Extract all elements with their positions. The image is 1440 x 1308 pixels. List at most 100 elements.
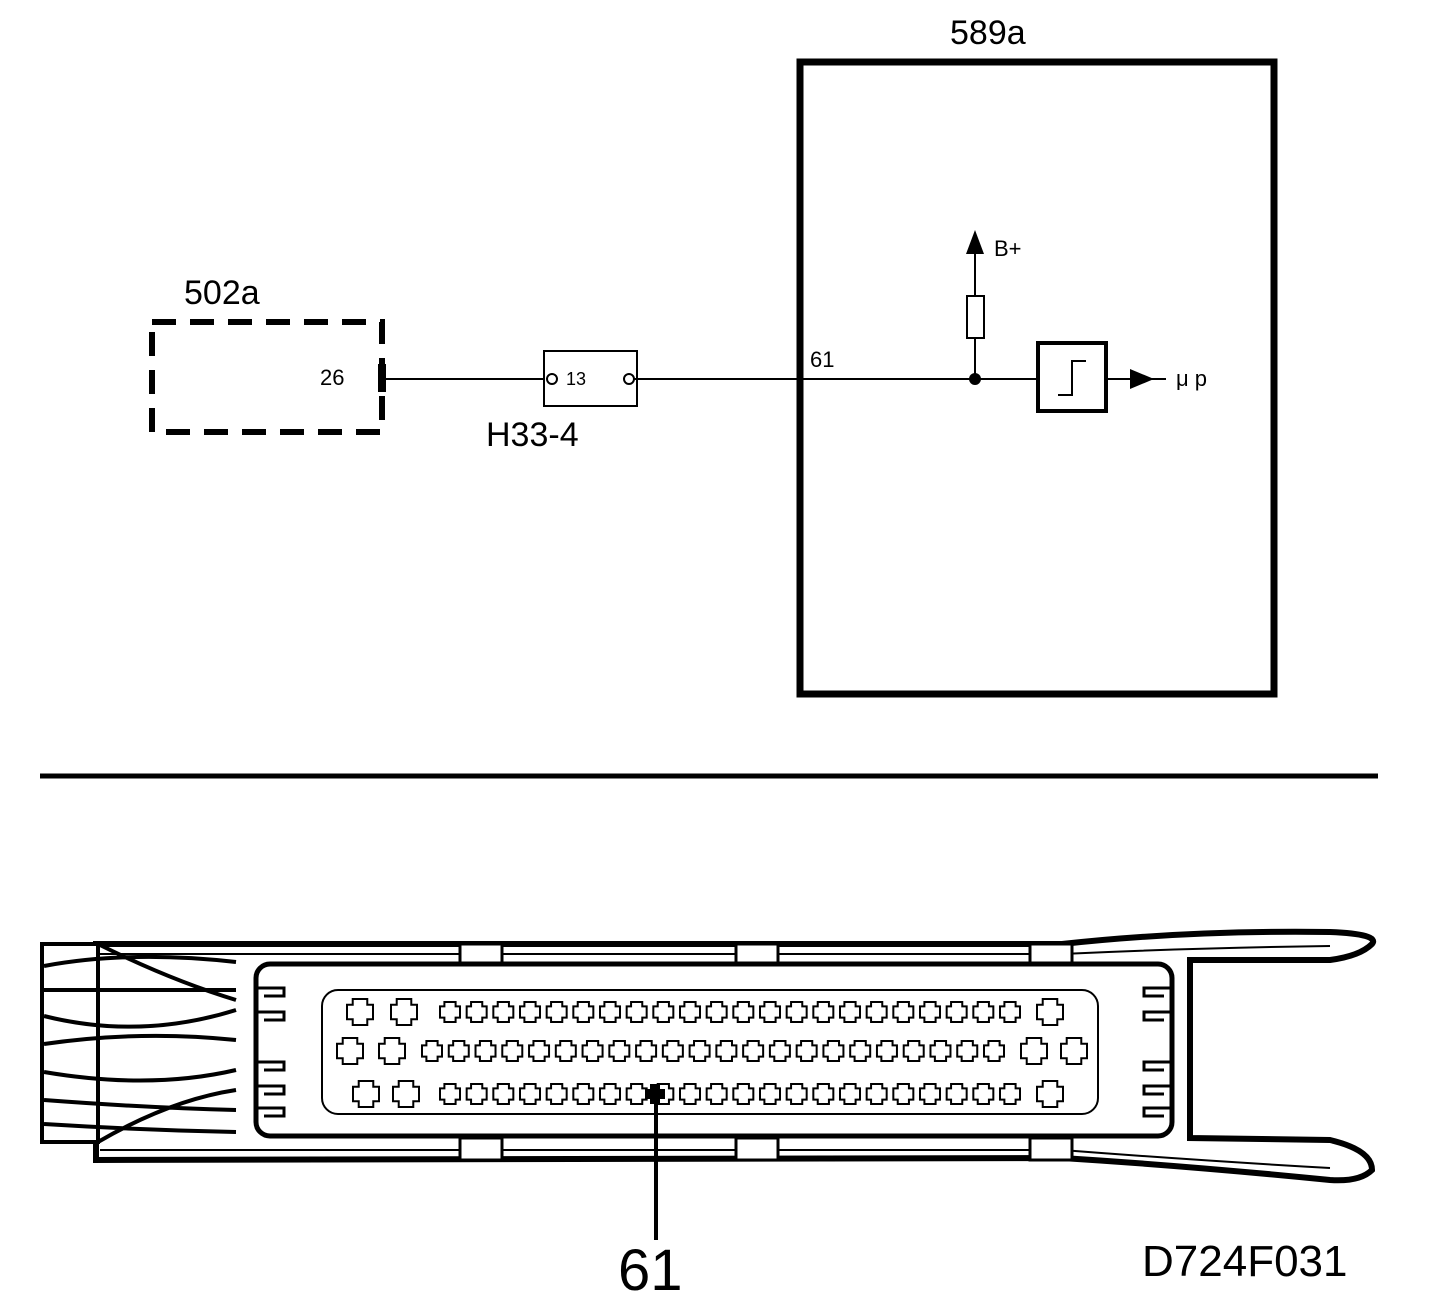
pin-cavity [439, 1001, 461, 1023]
pin-cavity [447, 1040, 470, 1062]
pin-cavity [839, 1001, 861, 1023]
pin-cavity [554, 1040, 577, 1062]
pin-cavity [732, 1083, 755, 1105]
ribs-right [1142, 986, 1172, 1118]
supply-arrow-icon [966, 230, 984, 254]
pin-cavity [999, 1083, 1021, 1105]
pin-cavity [492, 1083, 515, 1105]
pin-cavity [875, 1040, 898, 1062]
pin-callout-label: 61 [618, 1238, 683, 1303]
pin-cavity [945, 1001, 968, 1023]
pin-cavity [732, 1001, 755, 1023]
pin-cavity [742, 1040, 765, 1062]
pin-cavity [705, 1001, 728, 1023]
pin-cavity [572, 1083, 595, 1105]
sensor-pin-terminal [378, 364, 386, 392]
pin-cavity [679, 1001, 701, 1023]
pin-cavity [785, 1001, 808, 1023]
pin-cavity [919, 1001, 941, 1023]
sensor-box [149, 319, 385, 435]
pin-cavity [705, 1083, 728, 1105]
pin-cavity [785, 1083, 808, 1105]
pin-cavity [501, 1040, 524, 1062]
pin-cavity [865, 1001, 888, 1023]
figure-code: D724F031 [1142, 1237, 1347, 1286]
sensor-label: 502a [184, 274, 260, 312]
pin-61-marker [645, 1084, 665, 1104]
pin-cavity [545, 1083, 568, 1105]
housing-tabs [458, 942, 1074, 1162]
schematic: 589a 502a 26 13 H33-4 61 B+ μ p [149, 14, 1278, 698]
pin-cavity [661, 1040, 684, 1062]
pin-cavity [945, 1083, 968, 1105]
pin-cavity [812, 1001, 835, 1023]
pin-cavity [392, 1080, 420, 1108]
pin-cavity [822, 1040, 845, 1062]
supply-label: B+ [994, 236, 1022, 261]
pin-cavity [892, 1083, 915, 1105]
connector-pin-in [546, 373, 558, 385]
output-label: μ p [1176, 366, 1207, 391]
pin-cavity [768, 1040, 791, 1062]
pin-cavity [956, 1040, 979, 1062]
ecu-pin-label: 61 [810, 347, 834, 372]
sensor-pin-label: 26 [320, 365, 344, 390]
pin-cavity [465, 1001, 488, 1023]
pin-cavity [352, 1080, 380, 1108]
pin-cavity [336, 1037, 364, 1065]
pin-cavity [581, 1040, 604, 1062]
pin-cavity [652, 1001, 675, 1023]
pin-cavity [519, 1001, 541, 1023]
pin-cavity [983, 1040, 1005, 1062]
ecu-label: 589a [950, 14, 1026, 52]
pin-cavity [572, 1001, 595, 1023]
pin-cavity [1060, 1037, 1088, 1065]
pin-cavity [849, 1040, 872, 1062]
pin-cavity [929, 1040, 952, 1062]
pin-cavity [635, 1040, 658, 1062]
pin-cavity [688, 1040, 711, 1062]
output-arrow-icon [1130, 369, 1154, 389]
pin-cavity [421, 1040, 443, 1062]
pin-cavity [346, 998, 374, 1026]
pin-cavity [390, 998, 418, 1026]
pin-cavity [999, 1001, 1021, 1023]
pin-cavities [336, 998, 1088, 1108]
ecu-connector-view: 61 [40, 928, 1377, 1303]
pin-cavity [608, 1040, 631, 1062]
pin-cavity [625, 1001, 648, 1023]
wire-bundle [40, 942, 237, 1144]
pin-cavity [679, 1083, 701, 1105]
pin-cavity [759, 1001, 781, 1023]
pin-cavity [972, 1001, 995, 1023]
pin-cavity [625, 1083, 648, 1105]
pin-cavity [519, 1083, 541, 1105]
pin-cavity [465, 1083, 488, 1105]
pin-cavity [528, 1040, 551, 1062]
pin-cavity [759, 1083, 781, 1105]
connector-label: H33-4 [486, 416, 579, 454]
pin-cavity [545, 1001, 568, 1023]
pin-cavity [1036, 998, 1064, 1026]
pin-cavity [715, 1040, 738, 1062]
pin-cavity [474, 1040, 497, 1062]
pin-cavity [795, 1040, 818, 1062]
pin-cavity [378, 1037, 406, 1065]
pin-cavity [1036, 1080, 1064, 1108]
pin-cavity [839, 1083, 861, 1105]
pin-cavity [812, 1083, 835, 1105]
ribs-left [256, 986, 286, 1118]
pull-up-resistor [966, 295, 985, 339]
housing-inner-line [100, 945, 1331, 1169]
bundle-wires [43, 942, 237, 1144]
pin-cavity [599, 1001, 621, 1023]
pin-cavity [972, 1083, 995, 1105]
pin-cavity [902, 1040, 925, 1062]
connector-pin-out [623, 373, 635, 385]
schmitt-trigger-icon [1058, 360, 1086, 396]
pin-cavity [492, 1001, 515, 1023]
pin-cavity [599, 1083, 621, 1105]
pin-cavity [865, 1083, 888, 1105]
pin-cavity [892, 1001, 915, 1023]
